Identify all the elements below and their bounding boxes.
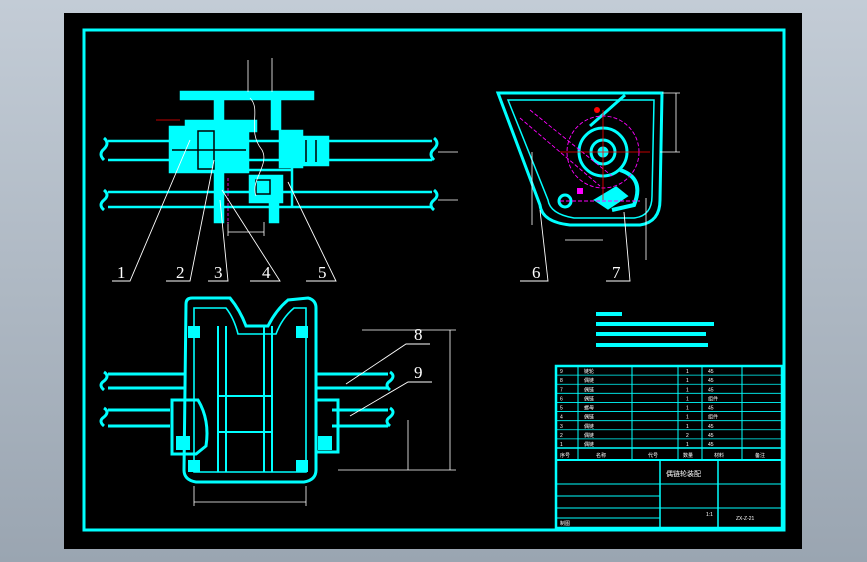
drafter-label: 制图 bbox=[560, 520, 570, 527]
parts-row-no: 9 bbox=[560, 369, 563, 375]
drawing-name: 偶链轮装配 bbox=[666, 469, 701, 478]
parts-row-qty: 1 bbox=[686, 369, 689, 375]
callout-7: 7 bbox=[612, 263, 621, 282]
front-section-view bbox=[99, 90, 439, 224]
break-line bbox=[249, 97, 265, 197]
top-view-dimensions bbox=[193, 329, 456, 506]
header-code: 代号 bbox=[648, 452, 658, 459]
parts-row-no: 6 bbox=[560, 396, 563, 402]
parts-row-no: 8 bbox=[560, 378, 563, 384]
parts-row-mat: 45 bbox=[708, 378, 714, 384]
top-view-bearings bbox=[176, 326, 332, 472]
parts-row-no: 4 bbox=[560, 415, 563, 421]
callout-leaders-top-left bbox=[112, 139, 337, 282]
parts-row-mat: 45 bbox=[708, 442, 714, 448]
parts-row-name: 偶链 bbox=[584, 395, 594, 402]
parts-row-qty: 1 bbox=[686, 406, 689, 412]
callout-4: 4 bbox=[262, 263, 271, 282]
parts-row-mat: 45 bbox=[708, 369, 714, 375]
callout-leaders-top-right bbox=[520, 209, 631, 282]
parts-row-no: 3 bbox=[560, 424, 563, 430]
header-name: 名称 bbox=[596, 452, 606, 459]
parts-row-name: 偶链 bbox=[584, 386, 594, 393]
parts-row-mat: 45 bbox=[708, 387, 714, 393]
side-view-dimensions bbox=[531, 92, 680, 260]
header-no: 序号 bbox=[560, 452, 570, 459]
callout-3: 3 bbox=[214, 263, 223, 282]
front-view-dimensions bbox=[227, 58, 458, 236]
parts-row-mat: 组件 bbox=[708, 414, 718, 421]
top-view bbox=[99, 296, 395, 484]
callout-1: 1 bbox=[117, 263, 126, 282]
marker-point bbox=[594, 107, 600, 113]
parts-row-name: 偶链 bbox=[584, 377, 594, 384]
marker-point bbox=[577, 188, 583, 194]
parts-row-no: 1 bbox=[560, 442, 563, 448]
header-qty: 数量 bbox=[683, 452, 693, 459]
callout-6: 6 bbox=[532, 263, 541, 282]
parts-row-name: 螺母 bbox=[584, 405, 594, 412]
parts-row-no: 2 bbox=[560, 433, 563, 439]
parts-list-table bbox=[554, 364, 784, 530]
parts-list-rows: 9 链轮 1 45 8 偶链 1 45 7 偶链 1 45 6 偶链 1 组件 5 螺母 1 45 4 偶链 1 组件 3 偶链 1… bbox=[556, 368, 782, 449]
callout-leaders-bottom bbox=[345, 343, 432, 417]
callout-9: 9 bbox=[414, 363, 423, 382]
drawing-number: ZX-Z-21 bbox=[736, 516, 755, 522]
parts-row-qty: 2 bbox=[686, 433, 689, 439]
parts-row-no: 7 bbox=[560, 387, 563, 393]
parts-row-name: 偶链 bbox=[584, 423, 594, 430]
parts-row-name: 链轮 bbox=[584, 368, 594, 375]
parts-row-mat: 45 bbox=[708, 406, 714, 412]
side-view-centerlines bbox=[560, 110, 650, 200]
parts-row-mat: 45 bbox=[708, 424, 714, 430]
parts-row-name: 偶链 bbox=[584, 441, 594, 448]
parts-row-qty: 1 bbox=[686, 396, 689, 402]
parts-row-name: 偶链 bbox=[584, 432, 594, 439]
parts-row-no: 5 bbox=[560, 406, 563, 412]
drawing-border-frame bbox=[82, 28, 786, 532]
parts-row-qty: 1 bbox=[686, 424, 689, 430]
callout-2: 2 bbox=[176, 263, 185, 282]
technical-notes bbox=[596, 312, 714, 347]
parts-row-qty: 1 bbox=[686, 442, 689, 448]
callout-8: 8 bbox=[414, 325, 423, 344]
parts-row-qty: 1 bbox=[686, 378, 689, 384]
parts-row-qty: 1 bbox=[686, 415, 689, 421]
header-material: 材料 bbox=[714, 452, 724, 459]
parts-row-qty: 1 bbox=[686, 387, 689, 393]
parts-row-mat: 45 bbox=[708, 433, 714, 439]
header-remark: 备注 bbox=[755, 452, 765, 459]
sheet-scale: 1:1 bbox=[706, 512, 713, 518]
parts-row-mat: 组件 bbox=[708, 395, 718, 402]
parts-row-name: 偶链 bbox=[584, 414, 594, 421]
callout-5: 5 bbox=[318, 263, 327, 282]
parts-list-header: 序号 名称 代号 数量 材料 备注 bbox=[560, 452, 765, 459]
hub-section-detail bbox=[172, 130, 317, 195]
